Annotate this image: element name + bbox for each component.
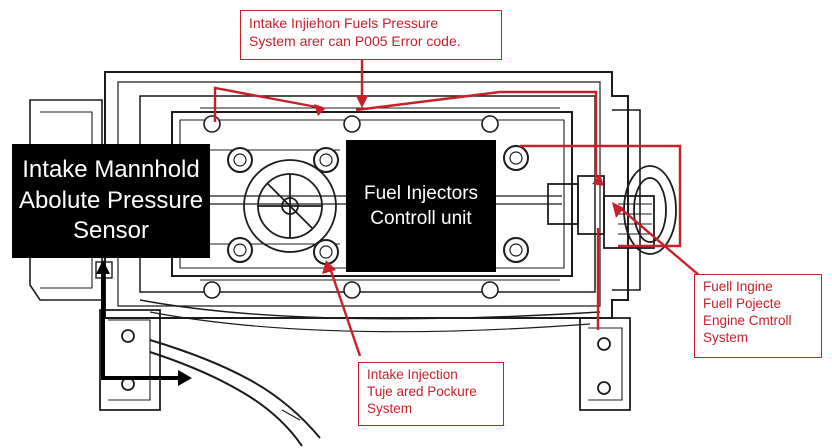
callout-right-engine-control: Fuell Ingine Fuell Pojecte Engine Cmtrol…	[694, 274, 822, 358]
injector-port	[227, 237, 253, 263]
label-fuel-injectors: Fuel Injectors Controll unit	[346, 140, 496, 272]
injector-port	[313, 147, 339, 173]
sensor-pointer-arrow	[101, 272, 180, 380]
hose	[149, 339, 321, 447]
callout-right-line1: Fuell Ingine	[703, 279, 773, 294]
callout-leaders	[213, 58, 701, 357]
map-sensor-line1: Intake Mannhold	[22, 155, 200, 183]
injector-port	[227, 147, 253, 173]
throttle-wheel-icon	[243, 159, 337, 253]
callout-right-line4: System	[703, 329, 749, 345]
callout-bottom-line2: Tuje ared Pockure	[367, 383, 477, 399]
map-sensor-line2: Abolute Pressure	[18, 186, 204, 214]
callout-right-line2: Fuell Pojecte	[703, 295, 782, 311]
injector-port	[503, 145, 529, 171]
map-sensor-line3: Sensor	[72, 217, 150, 245]
injectors-line2: Controll unit	[370, 208, 472, 229]
callout-bottom-injection-system: Intake Injection Tuje ared Pockure Syste…	[358, 362, 504, 426]
callout-top-pressure-error: Intake Injiehon Fuels Pressure System ar…	[240, 10, 502, 60]
injectors-line1: Fuel Injectors	[363, 182, 479, 204]
leader-arrowheads	[314, 96, 624, 274]
callout-top-line1: Intake Injiehon Fuels Pressure	[249, 15, 439, 31]
arrowhead-icon	[96, 260, 110, 274]
callout-bottom-line3: System	[367, 400, 413, 416]
injector-port	[503, 237, 529, 263]
callout-right-line3: Engine Cmtroll	[703, 312, 792, 328]
callout-top-line2: System arer can P005 Error code.	[249, 32, 461, 49]
arrowhead-icon	[178, 370, 192, 386]
callout-bottom-line1: Intake Injection	[367, 367, 458, 382]
mounting-feet	[95, 261, 631, 411]
fasteners	[203, 115, 499, 299]
label-map-sensor: Intake Mannhold Abolute Pressure Sensor	[12, 144, 210, 258]
